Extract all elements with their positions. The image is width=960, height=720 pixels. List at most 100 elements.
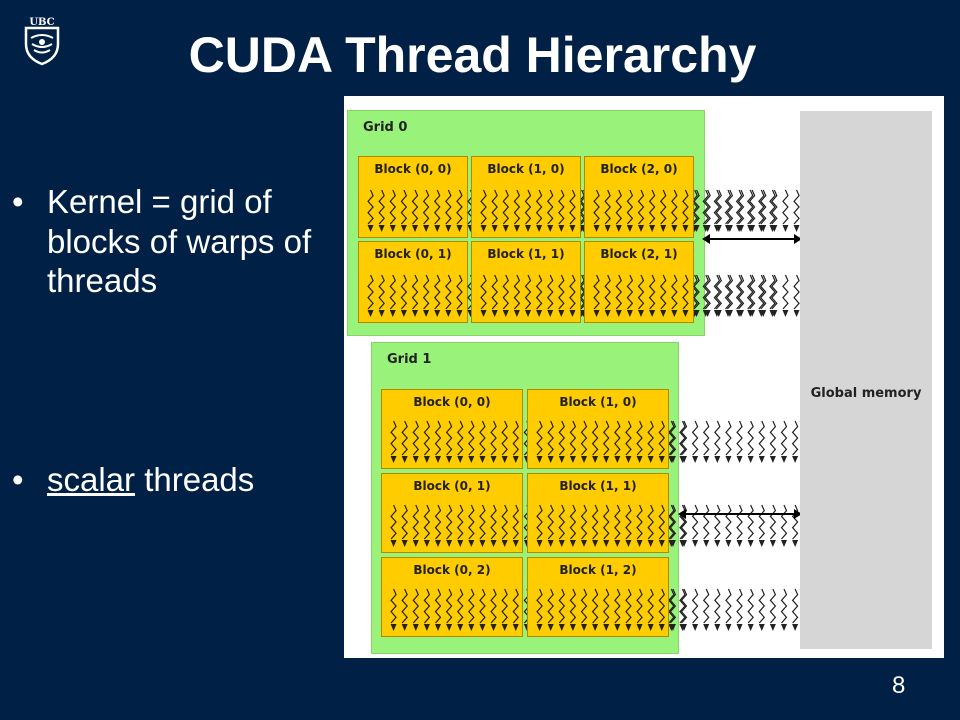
thread-line <box>669 588 677 624</box>
block-label: Block (1, 1) <box>559 479 637 493</box>
thread-line <box>782 189 789 225</box>
block: Block (1, 1) <box>471 241 776 323</box>
thread-arrowhead <box>558 456 565 463</box>
grid-label: Grid 0 <box>363 120 408 135</box>
thread-line <box>422 274 430 310</box>
thread-arrowhead <box>569 540 576 547</box>
thread-arrowhead <box>547 456 554 463</box>
thread-line <box>512 588 520 624</box>
block: Block (1, 0) <box>471 156 776 238</box>
thread-line <box>702 420 710 456</box>
thread-arrowhead <box>781 456 787 463</box>
thread-line <box>501 588 508 624</box>
thread-arrowhead <box>603 540 610 547</box>
thread-line <box>713 189 721 225</box>
thread-line <box>680 420 688 456</box>
thread-line <box>389 189 397 225</box>
thread-line <box>490 588 497 624</box>
thread-line <box>658 420 666 456</box>
thread-arrowhead <box>468 456 475 463</box>
slide-title: CUDA Thread Hierarchy <box>188 27 757 83</box>
thread-line <box>535 189 543 225</box>
thread-line <box>648 274 656 310</box>
thread-arrowhead <box>593 310 600 317</box>
thread-arrowhead <box>747 456 754 463</box>
thread-line <box>726 274 734 310</box>
thread-line <box>704 189 711 225</box>
thread-arrowhead <box>468 540 475 547</box>
bullet-dot: • <box>12 183 24 220</box>
thread-line <box>480 274 487 310</box>
thread-arrowhead <box>423 310 430 317</box>
thread-arrowhead <box>536 624 543 631</box>
block: Block (0, 1) <box>381 473 686 553</box>
thread-arrowhead <box>736 540 743 547</box>
thread-line <box>445 588 453 624</box>
thread-line <box>759 274 767 310</box>
thread-line <box>725 420 732 456</box>
ubc-logo: UBC <box>24 17 60 66</box>
thread-arrowhead <box>445 225 452 232</box>
thread-line <box>558 504 566 540</box>
thread-arrowhead <box>547 310 554 317</box>
thread-arrowhead <box>603 456 610 463</box>
thread-line <box>513 189 521 225</box>
thread-arrowhead <box>490 456 497 463</box>
thread-arrowhead <box>625 540 632 547</box>
thread-line <box>604 189 611 225</box>
thread-line <box>546 274 554 310</box>
thread-line <box>367 274 374 310</box>
thread-arrowhead <box>669 456 676 463</box>
thread-line <box>512 504 520 540</box>
thread-line <box>547 420 554 456</box>
thread-line <box>637 189 645 225</box>
thread-arrowhead <box>547 624 554 631</box>
thread-line <box>726 189 734 225</box>
thread-line <box>433 274 441 310</box>
thread-line <box>626 274 634 310</box>
thread-line <box>434 420 442 456</box>
thread-arrowhead <box>758 624 765 631</box>
thread-line <box>445 189 452 225</box>
thread-arrowhead <box>558 624 565 631</box>
thread-line <box>769 189 776 225</box>
thread-line <box>604 274 611 310</box>
thread-line <box>591 504 599 540</box>
thread-arrowhead <box>626 310 633 317</box>
thread-line <box>693 274 700 310</box>
thread-arrowhead <box>782 225 789 232</box>
thread-line <box>433 189 441 225</box>
thread-line <box>412 420 420 456</box>
thread-arrowhead <box>614 456 621 463</box>
thread-line <box>636 588 643 624</box>
thread-line <box>558 588 566 624</box>
thread-line <box>691 588 699 624</box>
thread-line <box>401 588 408 624</box>
thread-line <box>456 274 463 310</box>
thread-line <box>558 189 565 225</box>
thread-arrowhead <box>558 225 565 232</box>
thread-arrowhead <box>769 624 776 631</box>
thread-arrowhead <box>692 540 699 547</box>
thread-line <box>456 189 463 225</box>
thread-line <box>691 504 699 540</box>
thread-arrowhead <box>615 225 622 232</box>
thread-line <box>401 504 408 540</box>
thread-line <box>412 504 420 540</box>
thread-squiggles <box>536 588 832 631</box>
thread-arrowhead <box>636 456 643 463</box>
thread-arrowhead <box>782 310 789 317</box>
thread-line <box>702 189 710 225</box>
thread-arrowhead <box>412 310 418 317</box>
thread-arrowhead <box>703 540 710 547</box>
thread-arrowhead <box>512 456 519 463</box>
thread-line <box>580 588 588 624</box>
thread-line <box>679 588 686 624</box>
thread-line <box>769 420 777 456</box>
thread-arrowhead <box>593 225 600 232</box>
thread-line <box>702 274 710 310</box>
thread-line <box>501 504 508 540</box>
thread-arrowhead <box>725 456 732 463</box>
thread-line <box>468 504 475 540</box>
thread-line <box>715 274 723 310</box>
